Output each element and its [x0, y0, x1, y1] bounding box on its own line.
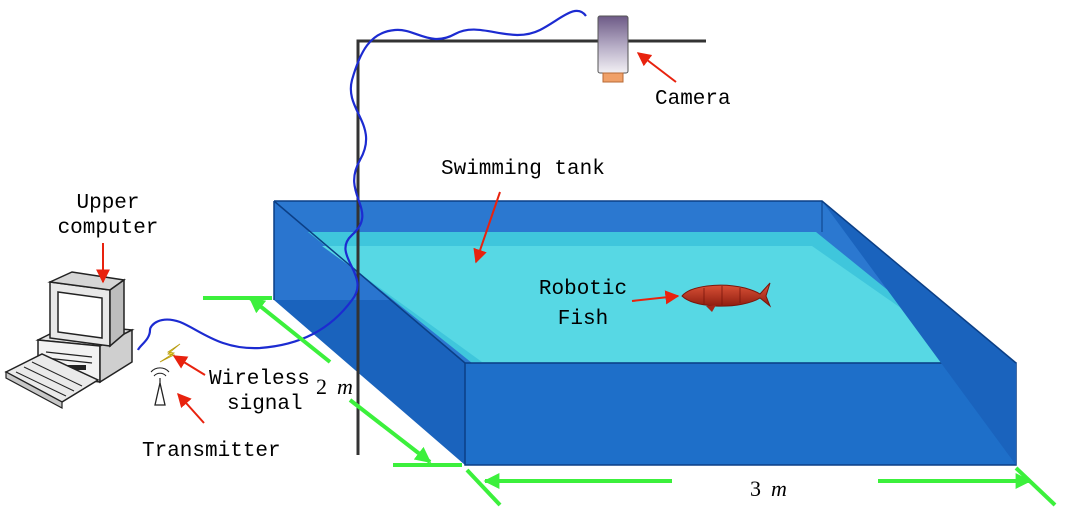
arrow-wireless-signal — [172, 355, 206, 376]
camera-cable — [136, 9, 587, 351]
transmitter-label: Transmitter — [142, 440, 281, 463]
swimming-tank-label: Swimming tank — [441, 158, 605, 181]
camera-frame — [356, 39, 706, 455]
length-dimension-label: 3 m — [750, 476, 787, 501]
wireless-signal-label-line1: Wireless — [209, 368, 310, 391]
tank-right-wall — [822, 201, 1016, 465]
arrow-camera — [636, 52, 677, 83]
upper-computer-label-line2: computer — [58, 217, 159, 240]
robotic-fish-label-line1: Robotic — [539, 278, 627, 301]
upper-computer-label-line1: Upper — [76, 192, 139, 215]
arrow-transmitter — [177, 392, 205, 424]
width-unit: m — [337, 374, 353, 399]
arrow-robotic-fish — [631, 290, 680, 305]
water-surface — [322, 246, 978, 362]
swimming-tank — [273, 200, 1017, 466]
tank-front-wall — [464, 362, 1017, 466]
keyboard-icon — [4, 353, 100, 410]
dimension-3m — [465, 466, 1057, 507]
robotic-fish-label-line2: Fish — [558, 308, 608, 331]
width-dimension-label: 2 m — [316, 374, 353, 399]
transmitter-icon — [150, 367, 170, 406]
fish-icon — [681, 282, 772, 312]
width-value: 2 — [316, 374, 327, 399]
dimension-2m — [203, 296, 462, 467]
camera-icon — [597, 15, 629, 83]
callout-arrows — [96, 52, 680, 424]
wireless-signal-label-line2: signal — [227, 393, 303, 416]
computer-icon — [35, 271, 135, 384]
arrow-swimming-tank — [473, 191, 501, 264]
length-unit: m — [771, 476, 787, 501]
camera-label: Camera — [655, 88, 731, 111]
lightning-icon — [159, 343, 181, 363]
length-value: 3 — [750, 476, 761, 501]
